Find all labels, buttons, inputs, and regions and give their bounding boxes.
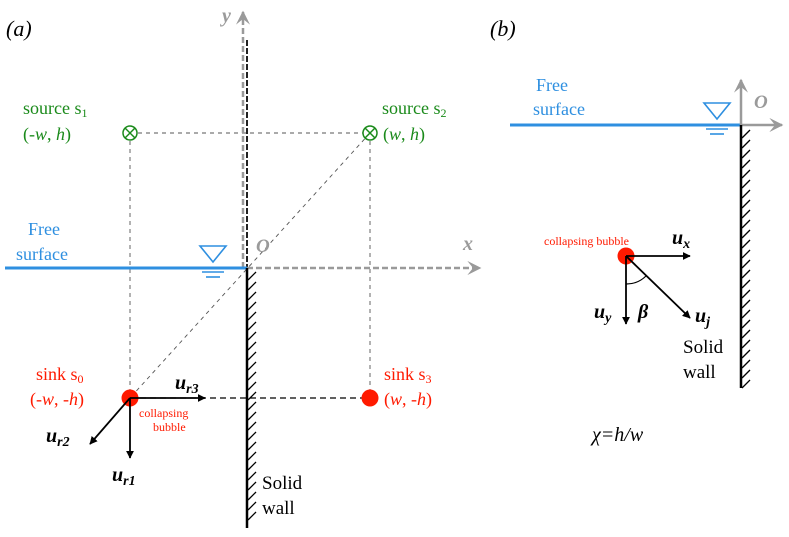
beta-angle-arc [625, 275, 647, 285]
source-s2-label: source s2 [382, 98, 446, 120]
hatch-mark [247, 481, 257, 491]
solid-wall-label-b-2: wall [683, 362, 716, 383]
hatch-mark [247, 451, 257, 461]
bubble-label-a-2: bubble [153, 420, 186, 434]
hatch-mark [741, 219, 751, 229]
ur2-arrow [89, 397, 131, 445]
panel-a-label: (a) [6, 16, 32, 41]
hatch-mark [247, 361, 257, 371]
hatch-mark [247, 431, 257, 441]
hatch-mark [741, 139, 751, 149]
hatch-mark [741, 189, 751, 199]
hatch-mark [247, 291, 257, 301]
solid-wall-label-a: Solid [262, 473, 303, 494]
uy-label: uy [594, 301, 612, 326]
free-surface-label-a: Free [28, 219, 60, 239]
hatch-mark [741, 319, 751, 329]
wall-hatching-b [741, 129, 751, 389]
hatch-mark [741, 289, 751, 299]
free-surface-label-a-2: surface [16, 244, 68, 264]
sink-s3-label: sink s3 [384, 364, 432, 386]
sink-s0-coords: (-w, -h) [30, 389, 84, 410]
hatch-mark [741, 179, 751, 189]
hatch-mark [247, 331, 257, 341]
source-s1-marker [122, 125, 138, 141]
solid-wall-label-a-2: wall [262, 498, 295, 519]
hatch-mark [741, 379, 751, 389]
hatch-mark [247, 271, 257, 281]
uj-label: uj [695, 305, 710, 330]
source-s1-label: source s1 [23, 98, 87, 120]
hatch-mark [247, 501, 257, 511]
hatch-mark [247, 281, 257, 291]
ur2-label: ur2 [46, 425, 70, 450]
dash-source2-sink0-diagonal [129, 132, 371, 399]
hatch-mark [247, 381, 257, 391]
hatch-mark [247, 311, 257, 321]
hatch-mark [741, 199, 751, 209]
ur1-label: ur1 [112, 464, 136, 489]
hatch-mark [741, 239, 751, 249]
hatch-mark [247, 461, 257, 471]
free-surface-label-b: Free [536, 75, 568, 95]
sink-s3-coords: (w, -h) [384, 389, 432, 410]
source-s1-coords: (-w, h) [23, 124, 71, 145]
hatch-mark [741, 149, 751, 159]
bubble-label-a: collapsing [139, 406, 188, 420]
free-surface-label-b-2: surface [533, 99, 585, 119]
hatch-mark [247, 351, 257, 361]
hatch-mark [741, 349, 751, 359]
origin-label-a: O [256, 236, 270, 257]
hatch-mark [741, 329, 751, 339]
hatch-mark [741, 169, 751, 179]
hatch-mark [741, 299, 751, 309]
wall-hatching [247, 271, 257, 521]
hatch-mark [741, 279, 751, 289]
hatch-mark [741, 209, 751, 219]
hatch-mark [741, 359, 751, 369]
sink-s0-label: sink s0 [36, 364, 84, 386]
beta-label: β [637, 301, 649, 323]
hatch-mark [741, 369, 751, 379]
source-s2-marker [362, 125, 378, 141]
x-axis-label: x [462, 233, 473, 255]
panel-b-label: (b) [490, 16, 516, 41]
bubble-label-b: collapsing bubble [544, 234, 629, 248]
water-level-symbol-b [702, 102, 732, 135]
hatch-mark [741, 339, 751, 349]
hatch-mark [247, 441, 257, 451]
hatch-mark [741, 229, 751, 239]
hatch-mark [741, 129, 751, 139]
construction-lines [129, 132, 371, 399]
hatch-mark [247, 471, 257, 481]
hatch-mark [247, 321, 257, 331]
hatch-mark [741, 269, 751, 279]
hatch-mark [247, 391, 257, 401]
hatch-mark [247, 341, 257, 351]
sink-s3-marker [361, 389, 379, 407]
hatch-mark [247, 411, 257, 421]
source-s2-coords: (w, h) [383, 124, 425, 145]
hatch-mark [247, 511, 257, 521]
hatch-mark [741, 159, 751, 169]
panel-b: (b) O Free surface collapsing bubble ux [490, 16, 784, 446]
ur3-label: ur3 [175, 372, 199, 397]
panel-a: (a) y x O Free [5, 5, 482, 528]
uj-arrow [625, 255, 691, 319]
hatch-mark [247, 491, 257, 501]
solid-wall-label-b: Solid [683, 337, 724, 358]
hatch-mark [247, 421, 257, 431]
hatch-mark [741, 309, 751, 319]
y-axis-label: y [220, 5, 231, 27]
hatch-mark [247, 301, 257, 311]
water-level-symbol-a [198, 245, 228, 278]
hatch-mark [741, 259, 751, 269]
hatch-mark [741, 249, 751, 259]
ratio-label: χ=h/w [590, 424, 644, 446]
ux-label: ux [672, 227, 690, 252]
hatch-mark [247, 401, 257, 411]
origin-label-b: O [754, 92, 768, 113]
hatch-mark [247, 371, 257, 381]
